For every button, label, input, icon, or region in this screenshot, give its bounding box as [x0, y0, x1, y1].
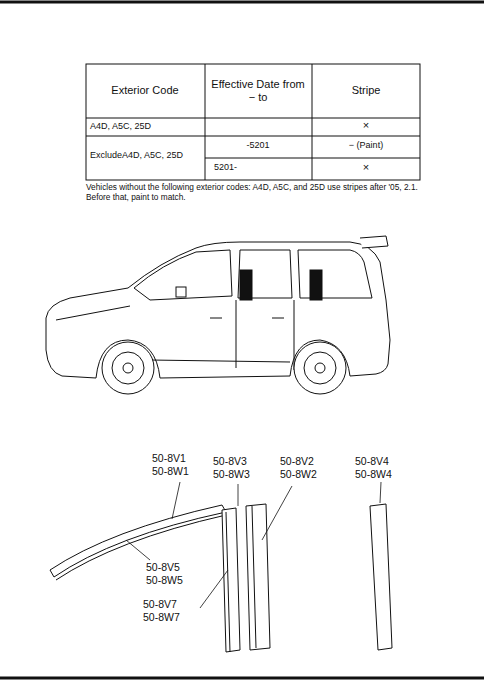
callout-number: 50-8W3	[213, 468, 267, 480]
callout-number: 50-8W1	[152, 465, 206, 477]
callout-number: 50-8V4	[355, 455, 409, 467]
footnote: Vehicles without the following exterior …	[86, 183, 422, 202]
leader-lines	[126, 482, 381, 608]
table-header: Exterior Code	[90, 84, 200, 97]
stripe-parts	[50, 504, 392, 652]
minivan-drawing	[46, 236, 390, 394]
table-grid	[86, 64, 420, 180]
table-header: Stripe	[316, 84, 416, 97]
table-cell: -5201	[218, 140, 298, 150]
callout-number: 50-8V7	[143, 598, 197, 610]
callout-number: 50-8W7	[143, 611, 197, 623]
callout-number: 50-8W4	[355, 468, 409, 480]
table-header: Effective Date from − to	[210, 78, 306, 103]
callout-number: 50-8V3	[213, 455, 267, 467]
table-cell: ×	[336, 119, 396, 132]
callout-number: 50-8W2	[280, 468, 334, 480]
table-cell: ×	[336, 161, 396, 174]
table-cell: A4D, A5C, 25D	[90, 121, 202, 131]
table-cell: ExcludeA4D, A5C, 25D	[90, 150, 204, 160]
callout-number: 50-8V2	[280, 455, 334, 467]
table-cell: − (Paint)	[316, 140, 416, 150]
callout-number: 50-8V1	[152, 452, 206, 464]
callout-number: 50-8V5	[146, 561, 200, 573]
table-cell: 5201-	[214, 162, 274, 172]
callout-number: 50-8W5	[146, 574, 200, 586]
